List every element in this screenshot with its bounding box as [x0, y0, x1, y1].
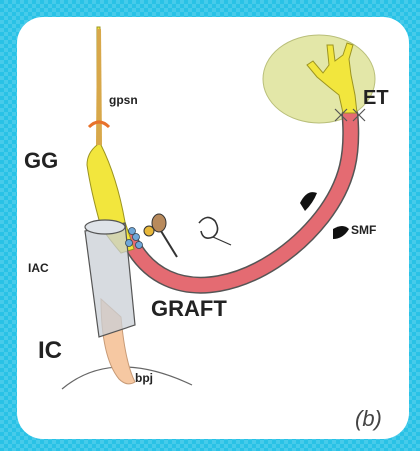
iac-canal-opening	[85, 220, 125, 234]
geniculate-ganglion	[87, 27, 134, 253]
figure-panel: gpsn GG IAC IC bpj GRAFT SMF ET (b)	[17, 17, 409, 439]
graft-cable	[129, 115, 351, 285]
label-gg: GG	[24, 148, 58, 174]
label-gpsn: gpsn	[109, 93, 138, 107]
panel-label: (b)	[355, 406, 382, 432]
label-bpj: bpj	[135, 371, 153, 385]
label-graft: GRAFT	[151, 296, 227, 322]
instrument-icon	[144, 214, 177, 257]
smf-blob-lower	[333, 226, 349, 239]
label-ic: IC	[38, 337, 62, 365]
gpsn-stalk	[96, 29, 102, 145]
label-et: ET	[363, 87, 389, 110]
needle-thread	[213, 237, 231, 245]
graft-cable-fill	[129, 115, 351, 285]
needle-icon	[199, 217, 218, 238]
smf-blob-upper	[300, 192, 317, 211]
label-iac: IAC	[28, 261, 49, 275]
label-smf: SMF	[351, 223, 376, 237]
